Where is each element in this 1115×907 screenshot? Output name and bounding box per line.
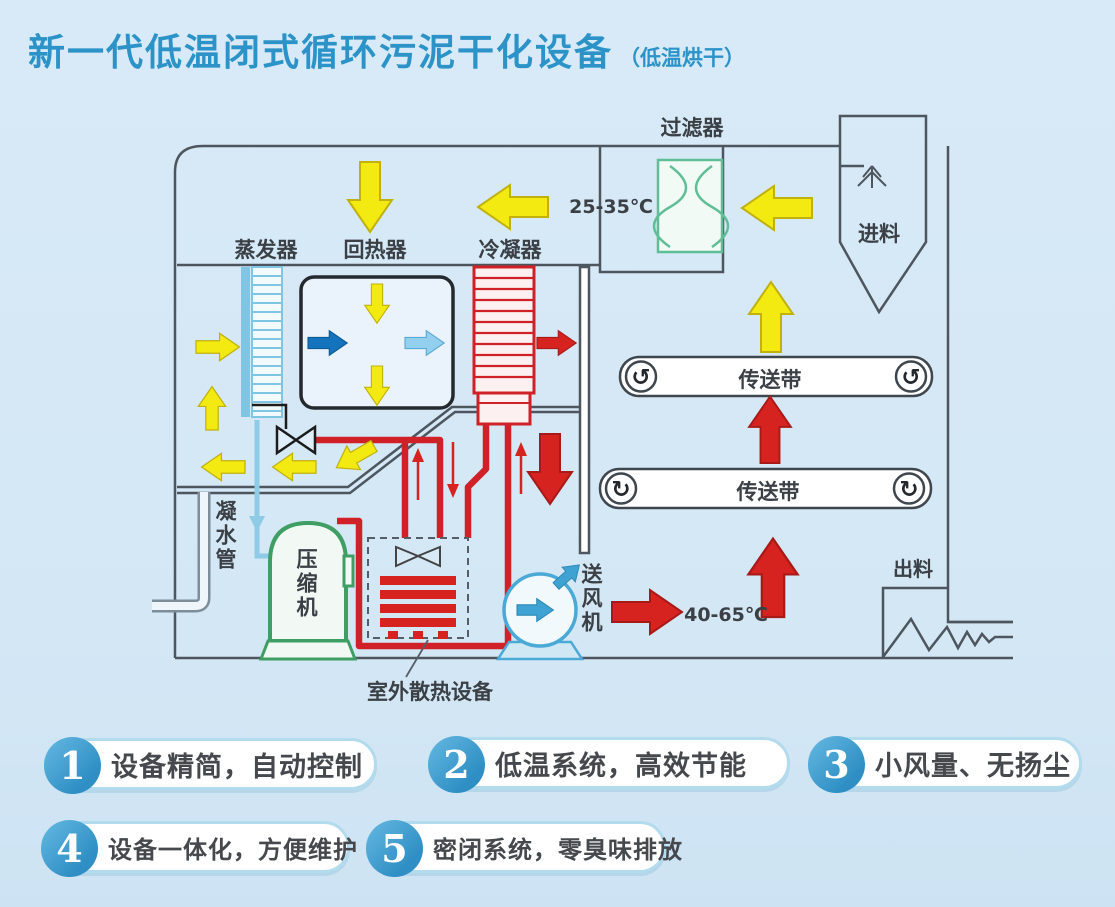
expansion-valve xyxy=(252,403,317,456)
feature-pill-2: 2 低温系统，高效节能 xyxy=(428,736,790,793)
air-left-arrow xyxy=(741,185,813,231)
air-left-arrow xyxy=(200,452,246,482)
blower-fan xyxy=(495,557,587,661)
refrigerant-pipes xyxy=(316,424,512,650)
roller-rotation-icon: ↺ xyxy=(631,365,650,391)
air-right-arrow xyxy=(195,332,241,362)
conveyor-bottom-label: 传送带 xyxy=(736,480,800,504)
condenser-coil xyxy=(472,265,536,426)
hot-air-down-arrow xyxy=(527,433,573,505)
condensate-drain-pipe xyxy=(152,492,211,613)
roller-rotation-icon: ↻ xyxy=(611,477,630,503)
feed-label: 进料 xyxy=(858,222,900,246)
feed-hopper xyxy=(838,114,928,315)
filter-unit xyxy=(652,158,730,254)
feature-pill-5: 5 密闭系统，零臭味排放 xyxy=(366,820,682,877)
temp-low-label: 25-35℃ xyxy=(569,196,653,218)
feature-pill-1: 1 设备精简，自动控制 xyxy=(44,737,377,794)
conveyor-top-label: 传送带 xyxy=(738,368,802,392)
feed-arrow-icon xyxy=(857,165,887,188)
condenser-label: 冷凝器 xyxy=(478,238,542,262)
air-up-arrow xyxy=(197,385,227,431)
feature-number-badge: 4 xyxy=(41,820,98,877)
compressor-label: 压缩机 xyxy=(294,548,318,620)
feature-pill-4: 4 设备一体化，方便维护 xyxy=(41,820,357,877)
air-left-arrow xyxy=(271,452,317,482)
outdoor-heat-unit xyxy=(367,537,469,678)
feature-text: 低温系统，高效节能 xyxy=(495,750,747,782)
outdoor-heat-unit-label: 室外散热设备 xyxy=(367,680,493,704)
suction-line xyxy=(249,420,272,559)
regenerator-label: 回热器 xyxy=(343,238,407,262)
feature-number-badge: 3 xyxy=(808,736,865,793)
evaporator-label: 蒸发器 xyxy=(234,238,298,262)
conveyor-top xyxy=(618,355,934,398)
feature-text: 设备精简，自动控制 xyxy=(111,751,363,783)
outdoor-unit-pointer-line xyxy=(405,639,429,678)
temp-high-label: 40-65℃ xyxy=(684,604,768,626)
roller-rotation-icon: ↺ xyxy=(901,365,920,391)
discharge-chute xyxy=(881,586,1013,658)
hot-air-right-arrow xyxy=(611,589,683,635)
feature-text: 密闭系统，零臭味排放 xyxy=(433,835,683,864)
chamber-divider xyxy=(578,265,591,555)
page-title: 新一代低温闭式循环污泥干化设备（低温烘干） xyxy=(28,22,745,76)
title-suffix: （低温烘干） xyxy=(619,46,745,70)
blower-fan-label: 送风机 xyxy=(579,563,603,635)
feature-text: 小风量、无扬尘 xyxy=(875,750,1071,782)
filter-label: 过滤器 xyxy=(660,116,724,140)
evaporator-coil xyxy=(241,266,283,418)
feature-number-badge: 1 xyxy=(44,737,101,794)
hot-air-right-arrow xyxy=(536,330,577,356)
air-down-arrow xyxy=(347,161,393,233)
title-main: 新一代低温闭式循环污泥干化设备 xyxy=(28,31,613,74)
regenerator-box xyxy=(299,275,455,410)
condensate-pipe-label: 凝水管 xyxy=(213,500,237,572)
roller-rotation-icon: ↻ xyxy=(899,477,918,503)
feature-pill-3: 3 小风量、无扬尘 xyxy=(808,736,1082,793)
feature-text: 设备一体化，方便维护 xyxy=(108,835,358,864)
hot-air-up-arrow xyxy=(748,395,792,464)
feature-number-badge: 2 xyxy=(428,736,485,793)
pipe-flow-arrows xyxy=(412,442,527,500)
conveyor-bottom xyxy=(598,467,933,510)
air-left-arrow xyxy=(477,184,549,230)
discharge-label: 出料 xyxy=(893,557,933,581)
compressor-body xyxy=(258,520,358,661)
feature-number-badge: 5 xyxy=(366,820,423,877)
air-up-arrow xyxy=(748,281,794,353)
